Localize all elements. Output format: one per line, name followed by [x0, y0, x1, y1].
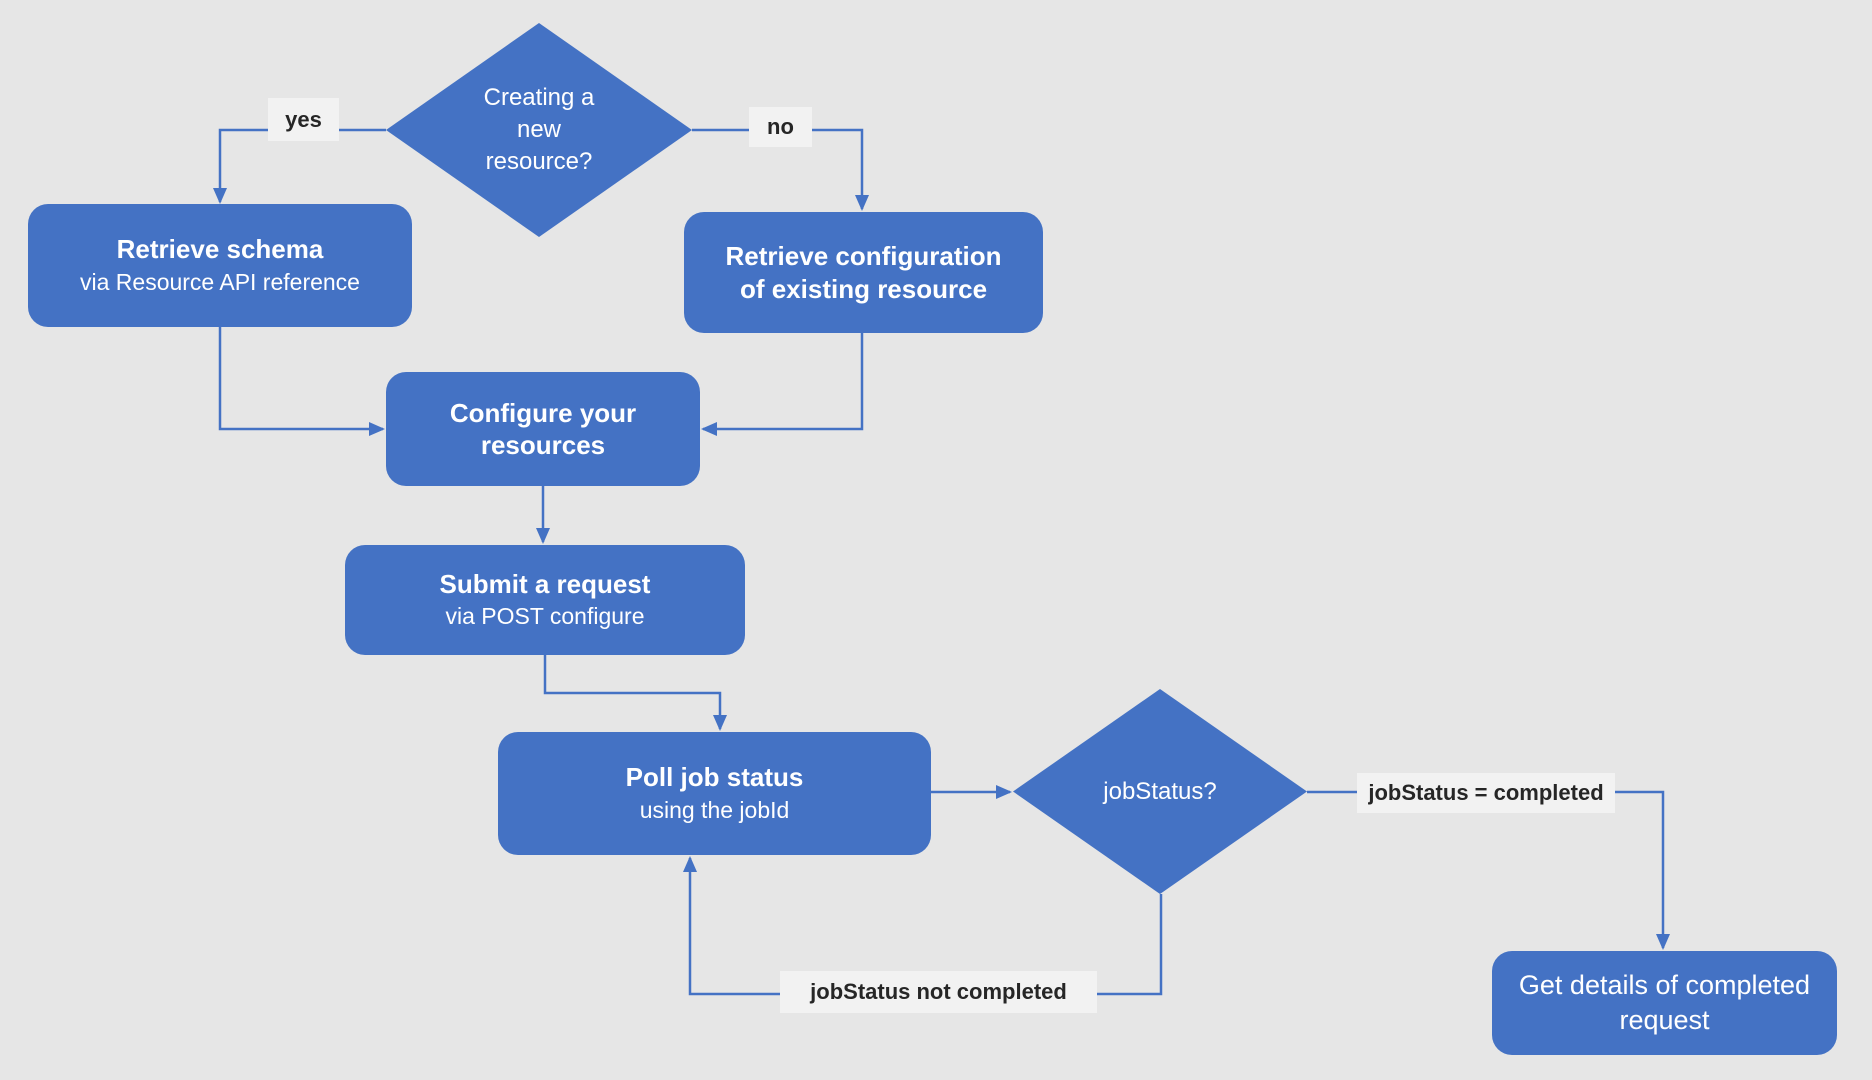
- edge-label-jobstatus-completed: jobStatus = completed: [1357, 773, 1615, 813]
- node-title: Configure your resources: [449, 397, 637, 461]
- decision-job-status: jobStatus?: [1013, 689, 1307, 894]
- node-poll-job-status: Poll job status using the jobId: [498, 732, 931, 855]
- connector-submit-to-poll: [543, 655, 727, 731]
- node-configure-resources: Configure your resources: [386, 372, 700, 486]
- node-title: Submit a request: [439, 568, 651, 599]
- connector-schema-to-configure: [218, 327, 385, 436]
- decision-creating-new-resource: Creating a new resource?: [386, 23, 692, 237]
- connector-config-to-configure: [701, 333, 864, 436]
- node-subtitle: using the jobId: [639, 796, 790, 823]
- edge-label-no: no: [749, 107, 812, 147]
- edge-label-jobstatus-not-completed: jobStatus not completed: [780, 971, 1097, 1013]
- node-title: Retrieve schema: [116, 234, 324, 265]
- connector-no-branch: [692, 128, 869, 211]
- node-subtitle: via POST configure: [445, 603, 645, 630]
- node-retrieve-schema: Retrieve schema via Resource API referen…: [28, 204, 412, 327]
- decision-question: jobStatus?: [1103, 777, 1217, 805]
- decision-question: Creating a new resource?: [483, 84, 595, 175]
- node-title: Retrieve configuration of existing resou…: [725, 241, 1002, 304]
- connector-completed: [1307, 790, 1670, 950]
- node-retrieve-configuration: Retrieve configuration of existing resou…: [684, 212, 1043, 333]
- node-subtitle: via Resource API reference: [80, 268, 360, 295]
- node-get-details: Get details of completed request: [1492, 951, 1837, 1055]
- node-title: Poll job status: [625, 762, 804, 793]
- node-title: Get details of completed request: [1518, 969, 1811, 1035]
- edge-label-yes: yes: [268, 98, 339, 141]
- node-submit-request: Submit a request via POST configure: [345, 545, 745, 655]
